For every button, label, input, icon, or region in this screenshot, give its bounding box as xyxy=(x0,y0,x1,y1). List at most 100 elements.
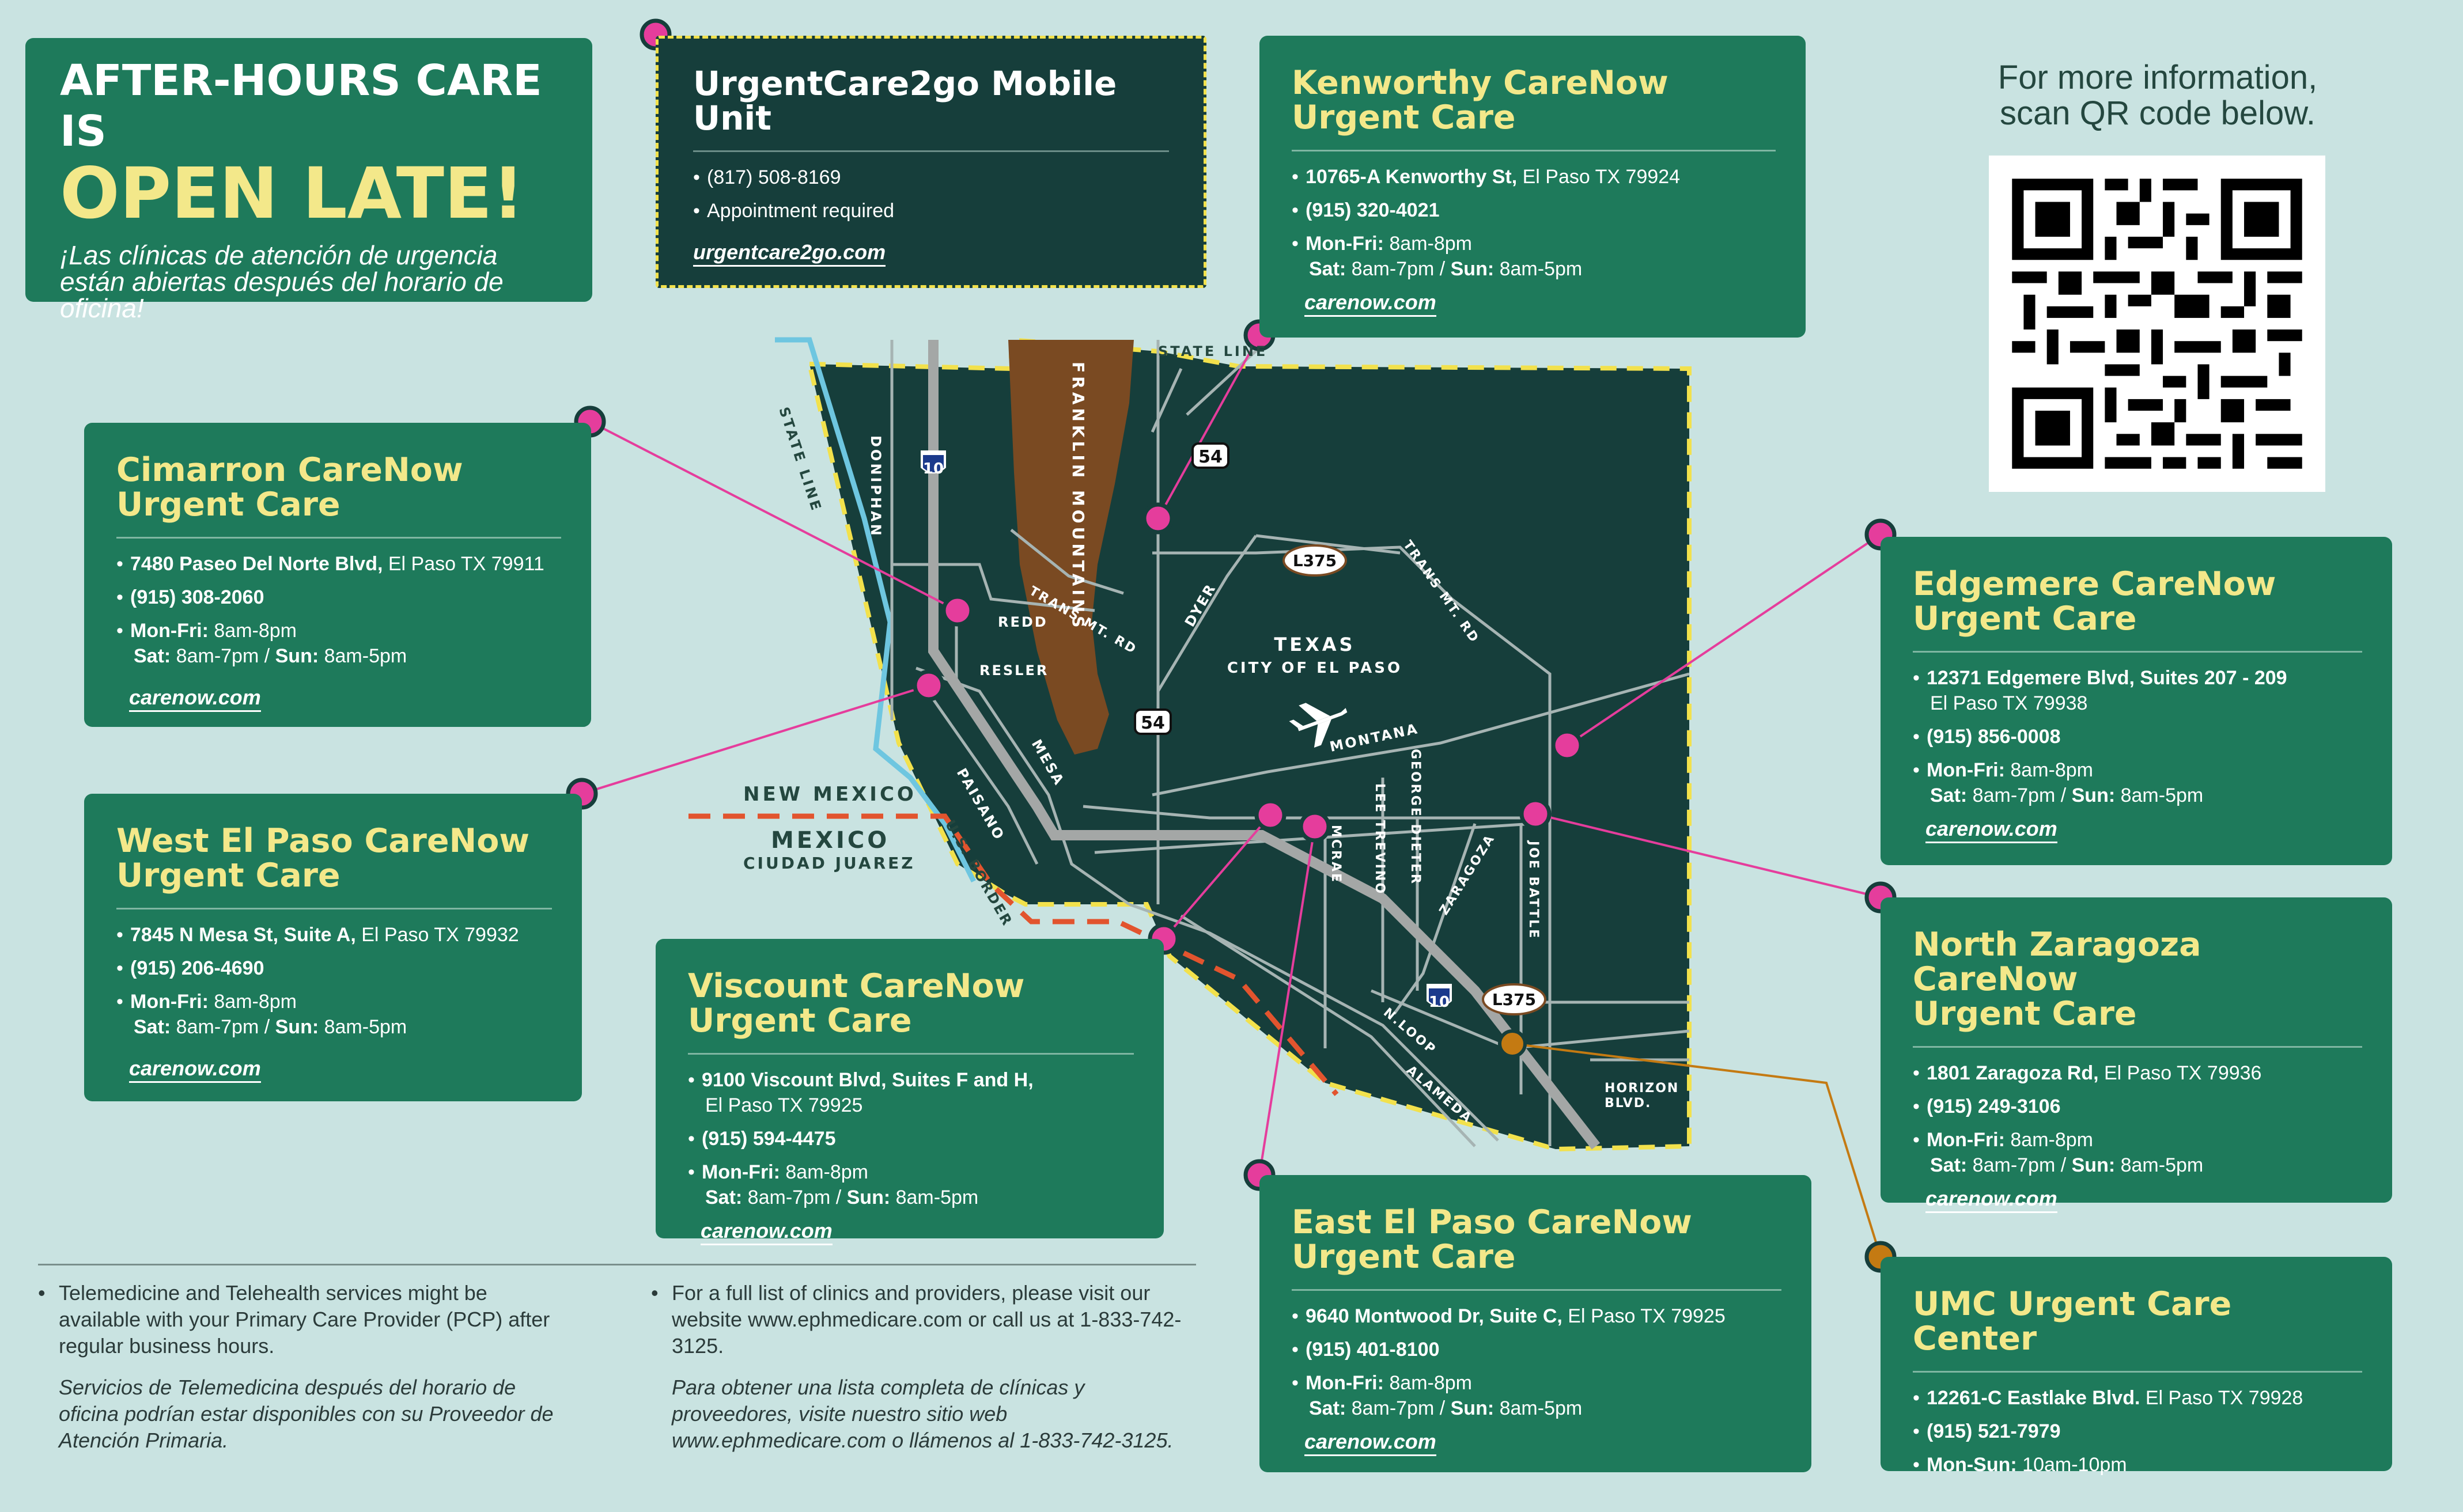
qr-code-icon xyxy=(1989,156,2325,492)
qr-label-line2: scan QR code below. xyxy=(1999,94,2316,132)
cimarron-address: 7480 Paseo Del Norte Blvd, El Paso TX 79… xyxy=(116,551,561,577)
umc-card: UMC Urgent Care Center 12261-C Eastlake … xyxy=(1881,1257,2392,1477)
zaragoza-weekend: Sat: 8am-7pm / Sun: 8am-5pm xyxy=(1927,1153,2362,1178)
footnote-providers: For a full list of clinics and providers… xyxy=(651,1280,1193,1454)
east-title-line1: East El Paso CareNow xyxy=(1292,1203,1692,1241)
west-phone[interactable]: (915) 206-4690 xyxy=(116,956,552,981)
cimarron-phone-number[interactable]: (915) 308-2060 xyxy=(130,586,264,608)
east-title-line2: Urgent Care xyxy=(1292,1238,1516,1276)
west-sat-hours: 8am-7pm / xyxy=(171,1016,275,1038)
label-city: CITY OF EL PASO xyxy=(1227,660,1402,677)
zaragoza-sat-hours: 8am-7pm / xyxy=(1967,1154,2072,1176)
pin-viscount-map[interactable] xyxy=(1254,799,1287,831)
footnote-providers-es: Para obtener una lista completa de clíni… xyxy=(672,1375,1174,1452)
footnote-telemedicine: Telemedicine and Telehealth services mig… xyxy=(38,1280,557,1454)
mobile-unit-phone[interactable]: (817) 508-8169 xyxy=(693,165,1169,190)
east-address: 9640 Montwood Dr, Suite C, El Paso TX 79… xyxy=(1292,1303,1781,1329)
west-address-city: El Paso TX 79932 xyxy=(355,924,519,946)
pin-zaragoza-map[interactable] xyxy=(1519,798,1552,830)
umc-phone-number[interactable]: (915) 521-7979 xyxy=(1927,1420,2061,1442)
viscount-address-street: 9100 Viscount Blvd, Suites F and H, xyxy=(702,1069,1034,1091)
east-link[interactable]: carenow.com xyxy=(1304,1429,1436,1456)
edgemere-address-street: 12371 Edgemere Blvd, Suites 207 - 209 xyxy=(1927,667,2287,689)
label-state-line-left: STATE LINE xyxy=(775,405,824,514)
viscount-phone[interactable]: (915) 594-4475 xyxy=(688,1126,1134,1151)
cimarron-phone[interactable]: (915) 308-2060 xyxy=(116,585,561,610)
mobile-unit-link[interactable]: urgentcare2go.com xyxy=(693,240,886,267)
viscount-sun-hours: 8am-5pm xyxy=(890,1187,979,1208)
pin-edgemere-map[interactable] xyxy=(1551,729,1583,761)
label-horizon-blvd: BLVD. xyxy=(1605,1096,1651,1111)
label-lee-trevino: LEE TREVINO xyxy=(1372,783,1387,895)
pin-cimarron-map[interactable] xyxy=(941,594,974,627)
divider xyxy=(1913,1371,2362,1373)
zaragoza-card: North Zaragoza CareNow Urgent Care 1801 … xyxy=(1881,897,2392,1213)
cimarron-weekday-label: Mon-Fri: xyxy=(130,620,209,642)
qr-label-line1: For more information, xyxy=(1997,59,2318,96)
label-horizon: HORIZON xyxy=(1605,1081,1679,1096)
kenworthy-phone-number[interactable]: (915) 320-4021 xyxy=(1306,199,1440,221)
interstate-10 xyxy=(928,340,1601,1150)
viscount-link[interactable]: carenow.com xyxy=(701,1218,833,1245)
umc-address-street: 12261-C Eastlake Blvd. xyxy=(1927,1387,2140,1409)
edgemere-card: Edgemere CareNow Urgent Care 12371 Edgem… xyxy=(1881,537,2392,865)
footnote-telemedicine-es: Servicios de Telemedicina después del ho… xyxy=(59,1375,554,1452)
kenworthy-address-city: El Paso TX 79924 xyxy=(1517,166,1681,188)
edgemere-phone-number[interactable]: (915) 856-0008 xyxy=(1927,726,2061,748)
cimarron-link[interactable]: carenow.com xyxy=(129,685,261,712)
zaragoza-phone[interactable]: (915) 249-3106 xyxy=(1913,1094,2362,1119)
qr-code[interactable] xyxy=(1989,156,2325,492)
east-title: East El Paso CareNow Urgent Care xyxy=(1292,1205,1781,1274)
label-state-line-top: STATE LINE xyxy=(1158,343,1268,359)
kenworthy-sun-label: Sun: xyxy=(1450,258,1495,280)
footnote-providers-en: For a full list of clinics and providers… xyxy=(651,1280,1193,1359)
zaragoza-title-line1: North Zaragoza CareNow xyxy=(1913,926,2201,998)
west-sat-label: Sat: xyxy=(134,1016,171,1038)
west-link[interactable]: carenow.com xyxy=(129,1056,261,1083)
west-weekend: Sat: 8am-7pm / Sun: 8am-5pm xyxy=(130,1014,552,1040)
kenworthy-link[interactable]: carenow.com xyxy=(1304,290,1436,317)
east-weekend: Sat: 8am-7pm / Sun: 8am-5pm xyxy=(1306,1396,1781,1421)
umc-connector xyxy=(1512,1043,1882,1257)
cimarron-title-line2: Urgent Care xyxy=(116,486,340,524)
cimarron-card: Cimarron CareNow Urgent Care 7480 Paseo … xyxy=(84,423,591,727)
qr-label: For more information, scan QR code below… xyxy=(1956,60,2359,131)
viscount-phone-number[interactable]: (915) 594-4475 xyxy=(702,1128,836,1150)
label-doniphan: DONIPHAN xyxy=(868,435,884,538)
kenworthy-phone[interactable]: (915) 320-4021 xyxy=(1292,198,1776,223)
umc-hours-value: 10am-10pm xyxy=(2016,1454,2127,1476)
label-new-mexico: NEW MEXICO xyxy=(743,783,917,806)
viscount-card: Viscount CareNow Urgent Care 9100 Viscou… xyxy=(656,939,1164,1245)
kenworthy-weekend: Sat: 8am-7pm / Sun: 8am-5pm xyxy=(1306,256,1776,282)
east-phone-number[interactable]: (915) 401-8100 xyxy=(1306,1339,1440,1361)
umc-phone[interactable]: (915) 521-7979 xyxy=(1913,1419,2362,1444)
mobile-unit-note: Appointment required xyxy=(693,198,1169,223)
zaragoza-link[interactable]: carenow.com xyxy=(1925,1186,2057,1213)
label-resler: RESLER xyxy=(979,662,1049,679)
pin-umc-map[interactable] xyxy=(1498,1029,1527,1058)
pin-east-map[interactable] xyxy=(1299,810,1331,843)
edgemere-address: 12371 Edgemere Blvd, Suites 207 - 209El … xyxy=(1913,665,2362,716)
zaragoza-sat-label: Sat: xyxy=(1930,1154,1968,1176)
umc-hours-label: Mon-Sun: xyxy=(1927,1454,2017,1476)
umc-address: 12261-C Eastlake Blvd. El Paso TX 79928 xyxy=(1913,1385,2362,1411)
west-phone-number[interactable]: (915) 206-4690 xyxy=(130,957,264,979)
edgemere-phone[interactable]: (915) 856-0008 xyxy=(1913,724,2362,749)
east-weekday-label: Mon-Fri: xyxy=(1306,1372,1384,1394)
label-george-dieter: GEORGE DIETER xyxy=(1408,749,1422,885)
edgemere-link[interactable]: carenow.com xyxy=(1925,816,2057,843)
pin-kenworthy-map[interactable] xyxy=(1142,502,1174,535)
zaragoza-address-city: El Paso TX 79936 xyxy=(2098,1062,2262,1084)
i10-shield-south: 10 xyxy=(1427,984,1452,1011)
us54-shield-south: 54 xyxy=(1134,708,1172,735)
kenworthy-title: Kenworthy CareNow Urgent Care xyxy=(1292,66,1776,135)
pin-west-map[interactable] xyxy=(913,669,945,702)
west-weekday-hours: 8am-8pm xyxy=(208,991,297,1013)
zaragoza-phone-number[interactable]: (915) 249-3106 xyxy=(1927,1096,2061,1117)
cimarron-address-street: 7480 Paseo Del Norte Blvd, xyxy=(130,553,383,575)
east-phone[interactable]: (915) 401-8100 xyxy=(1292,1337,1781,1362)
